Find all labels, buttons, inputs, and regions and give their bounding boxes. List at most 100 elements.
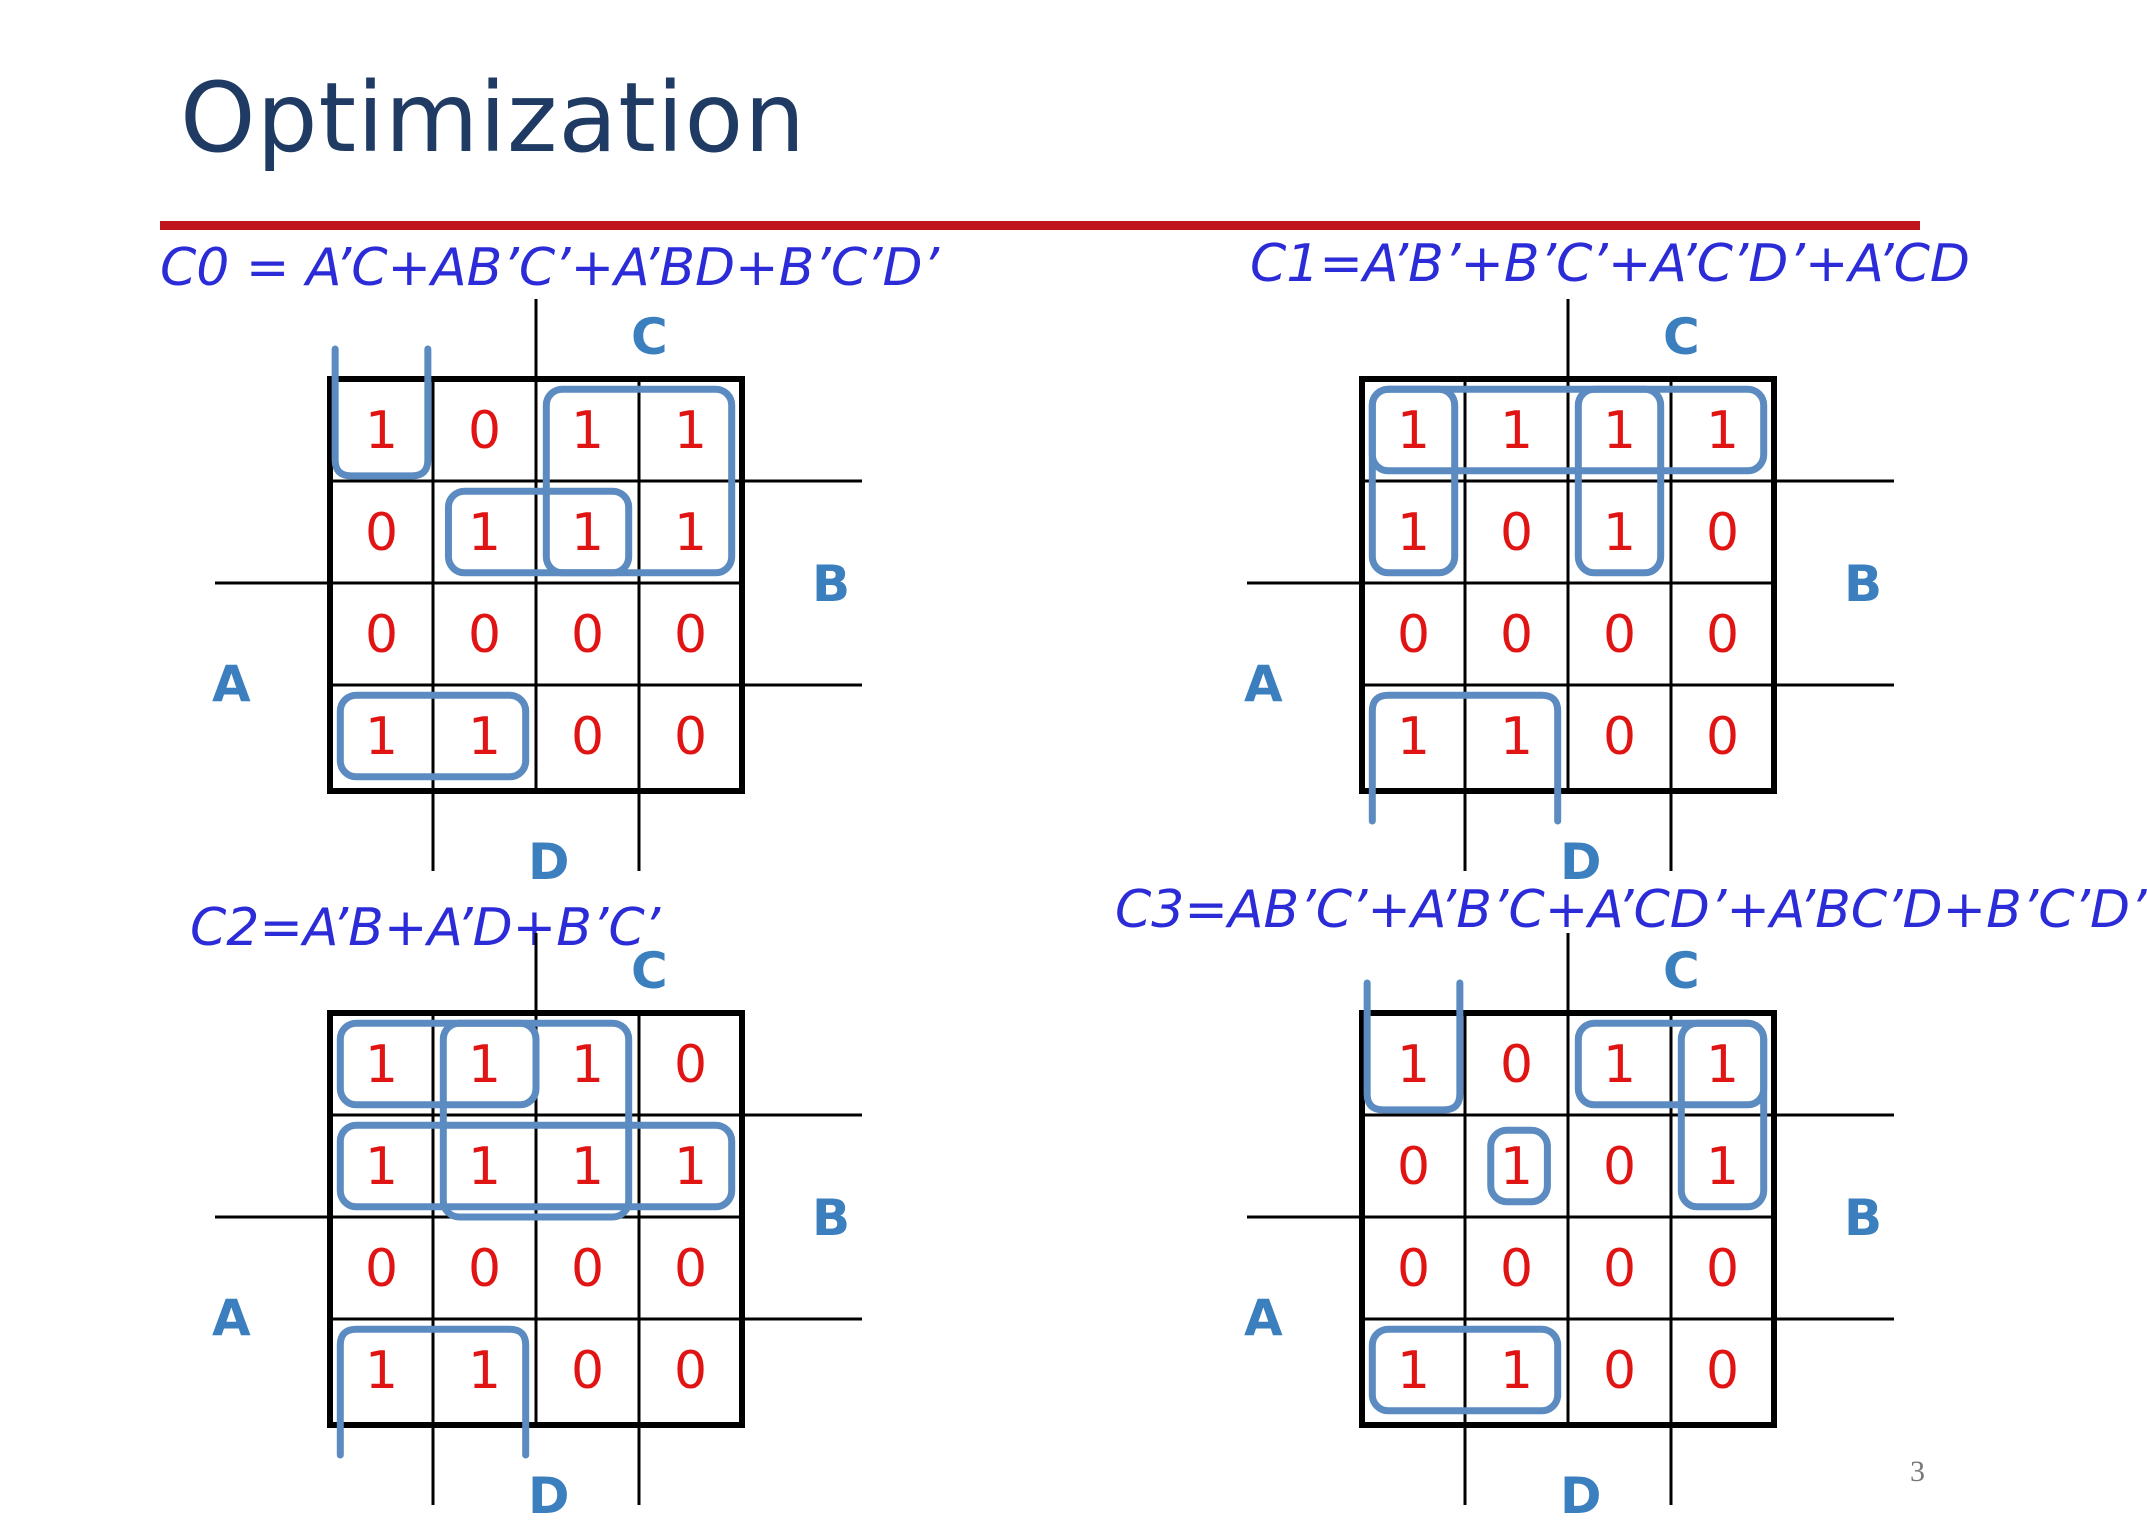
label-c: C <box>631 942 668 1000</box>
kmap-cell: 0 <box>1397 605 1430 665</box>
kmap-cell: 1 <box>1397 1035 1430 1095</box>
kmap-cell: 0 <box>1500 1239 1533 1299</box>
label-b: B <box>1844 1189 1882 1247</box>
kmap-cell: 1 <box>468 1035 501 1095</box>
kmap-cell: 1 <box>1706 401 1739 461</box>
kmap-group <box>1574 385 1665 577</box>
kmap-cell: 0 <box>1500 503 1533 563</box>
equation-c0: C0 = A’C+AB’C’+A’BD+B’C’D’ <box>160 238 940 298</box>
label-d: D <box>1560 1467 1602 1525</box>
kmap-group <box>336 1121 736 1211</box>
label-b: B <box>812 1189 850 1247</box>
kmap-cell: 0 <box>571 1341 604 1401</box>
label-a: A <box>212 655 251 713</box>
kmap-cell: 1 <box>1603 401 1636 461</box>
kmap-cell: 0 <box>468 401 501 461</box>
kmap-cell: 0 <box>365 605 398 665</box>
kmap-cell: 1 <box>1397 707 1430 767</box>
kmap-group <box>336 1325 530 1459</box>
kmap-cell: 1 <box>468 707 501 767</box>
kmap-cell: 0 <box>1706 503 1739 563</box>
kmap-group <box>1368 691 1562 825</box>
kmap-cell: 1 <box>1603 503 1636 563</box>
equation-c1: C1=A’B’+B’C’+A’C’D’+A’CD <box>1250 234 1970 294</box>
label-c: C <box>1663 308 1700 366</box>
kmap-cell: 1 <box>1500 401 1533 461</box>
kmap-cell: 1 <box>674 1137 707 1197</box>
kmap-cell: 0 <box>1500 605 1533 665</box>
kmap-cell: 1 <box>468 1341 501 1401</box>
kmap-cell: 0 <box>674 707 707 767</box>
kmap-cell: 0 <box>674 605 707 665</box>
kmap-group <box>331 345 432 480</box>
label-b: B <box>1844 555 1882 613</box>
kmap-cell: 0 <box>365 1239 398 1299</box>
kmap-cell: 1 <box>468 1137 501 1197</box>
label-d: D <box>528 833 570 891</box>
kmap-cell: 1 <box>1500 707 1533 767</box>
label-a: A <box>1244 655 1283 713</box>
kmap-cell: 1 <box>1397 1341 1430 1401</box>
label-a: A <box>1244 1289 1283 1347</box>
label-b: B <box>812 555 850 613</box>
kmap-cell: 0 <box>1706 1239 1739 1299</box>
kmap-cell: 0 <box>1603 707 1636 767</box>
kmap-cell: 0 <box>1603 1137 1636 1197</box>
kmap-cell: 1 <box>365 707 398 767</box>
kmap-group <box>439 1019 633 1221</box>
kmap-cell: 1 <box>674 401 707 461</box>
kmap-cell: 0 <box>1706 1341 1739 1401</box>
kmap-cell: 0 <box>468 1239 501 1299</box>
kmap-cell: 0 <box>1603 1239 1636 1299</box>
kmap-cell: 0 <box>571 707 604 767</box>
kmap-cell: 1 <box>365 1341 398 1401</box>
kmap-cell: 1 <box>365 1035 398 1095</box>
title-divider <box>160 221 1920 230</box>
kmap-group <box>1363 979 1464 1114</box>
kmap-group <box>1368 385 1459 577</box>
kmap-cell: 1 <box>1397 401 1430 461</box>
kmap-cell: 1 <box>1500 1137 1533 1197</box>
kmap-cell: 0 <box>1397 1137 1430 1197</box>
kmap-group <box>542 385 736 577</box>
kmap-group <box>1368 1325 1562 1415</box>
label-c: C <box>631 308 668 366</box>
kmap-cell: 1 <box>571 503 604 563</box>
kmap-cell: 0 <box>468 605 501 665</box>
kmap-cell: 1 <box>674 503 707 563</box>
kmap-group <box>1677 1019 1768 1211</box>
kmap-cell: 1 <box>1603 1035 1636 1095</box>
kmap-cell: 0 <box>674 1035 707 1095</box>
kmap-group <box>336 1019 540 1109</box>
kmap-cell: 1 <box>1500 1341 1533 1401</box>
label-a: A <box>212 1289 251 1347</box>
kmap-group <box>336 691 530 781</box>
equation-c3: C3=AB’C’+A’B’C+A’CD’+A’BC’D+B’C’D’ <box>1115 880 2147 940</box>
kmap-cell: 0 <box>674 1341 707 1401</box>
kmap-cell: 1 <box>365 1137 398 1197</box>
kmap-cell: 1 <box>1706 1035 1739 1095</box>
kmap-cell: 1 <box>571 1137 604 1197</box>
kmap-cell: 1 <box>365 401 398 461</box>
kmap-cell: 0 <box>571 605 604 665</box>
page-title: Optimization <box>180 62 807 174</box>
label-d: D <box>528 1467 570 1525</box>
kmap-cell: 0 <box>1397 1239 1430 1299</box>
label-d: D <box>1560 833 1602 891</box>
kmap-cell: 0 <box>1603 605 1636 665</box>
kmap-cell: 1 <box>571 401 604 461</box>
kmap-cell: 0 <box>1706 605 1739 665</box>
kmap-cell: 0 <box>1603 1341 1636 1401</box>
kmap-cell: 0 <box>1500 1035 1533 1095</box>
equation-c2: C2=A’B+A’D+B’C’ <box>190 898 661 958</box>
page-number: 3 <box>1910 1455 1925 1488</box>
label-c: C <box>1663 942 1700 1000</box>
kmap-group <box>444 487 633 577</box>
kmap-cell: 1 <box>468 503 501 563</box>
kmap-cell: 1 <box>1706 1137 1739 1197</box>
kmap-cell: 0 <box>365 503 398 563</box>
kmap-group <box>1487 1126 1551 1206</box>
kmap-cell: 1 <box>571 1035 604 1095</box>
kmap-cell: 0 <box>674 1239 707 1299</box>
kmap-cell: 1 <box>1397 503 1430 563</box>
